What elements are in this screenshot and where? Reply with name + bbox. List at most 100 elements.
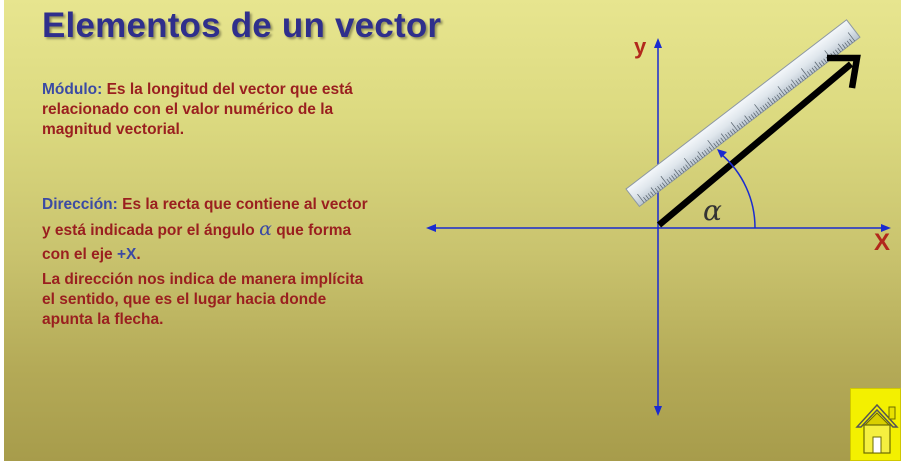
ruler-tick [760,107,764,112]
ruler-tick [697,151,703,159]
alpha-symbol-inline: α [259,218,272,240]
sentido-paragraph: La dirección nos indica de manera implíc… [42,270,363,330]
ruler-tick [668,177,673,182]
direccion-line-3b: . [136,246,141,263]
ruler-tick [674,169,680,177]
ruler-tick [727,132,732,137]
ruler-tick [683,157,692,168]
ruler-tick [814,65,818,71]
ruler-tick [739,123,743,128]
ruler-tick [818,62,823,67]
ruler-tick [701,151,706,157]
direccion-label: Dirección: [42,196,123,213]
ruler-tick [713,142,717,148]
ruler-tick [707,139,715,150]
ruler-tick [814,61,820,69]
ruler-tick [778,92,783,98]
ruler-tick [785,87,790,92]
direccion-line-3a: con el eje [42,246,117,263]
ruler-tick [697,155,701,160]
ruler-tick [637,193,645,204]
ruler-tick [837,43,844,51]
vector-diagram: α y X [426,19,891,416]
direccion-line-4: La dirección nos indica de manera implíc… [42,271,364,288]
ruler-tick [777,86,785,96]
ruler-tick [806,71,811,76]
angle-arc-arrowhead [717,149,727,158]
direccion-paragraph: Dirección: Es la recta que contiene al v… [42,193,368,267]
modulo-line-3: magnitud vectorial. [42,121,185,138]
ruler-tick [788,85,792,90]
ruler-tick [849,38,853,44]
ruler-tick [661,182,666,187]
ruler-tick [767,97,774,105]
ruler-tick [671,175,675,180]
ruler-tick [720,133,727,141]
ruler-tick [657,186,661,191]
ruler-tick [764,103,769,108]
y-axis-label: y [634,34,647,59]
ruler-tick [682,166,687,171]
vector-arrow [656,54,861,228]
ruler-tick [643,196,647,202]
ruler-tick [741,121,746,126]
ruler-tick [774,96,778,101]
x-axis [426,224,891,232]
ruler-tick [647,193,652,198]
ruler-tick [706,148,710,153]
ruler-tick [720,137,725,142]
ruler-tick [725,133,729,139]
ruler-tick [694,157,699,162]
ruler-tick [748,116,753,121]
ruler-tick [847,32,856,42]
x-axis-label: X [874,229,890,256]
ruler-tick [846,40,851,45]
angle-alpha-label: α [703,194,722,227]
ruler-tick [811,67,816,72]
ruler-tick [708,146,713,151]
ruler-tick [650,191,654,196]
ruler-tick [685,164,689,169]
ruler-tick [802,74,806,80]
ruler-tick [799,76,804,81]
modulo-line-2: relacionado con el valor numérico de la [42,101,334,118]
ruler-tick [678,169,682,175]
ruler-tick [650,187,657,195]
home-button[interactable] [850,388,901,461]
ruler-tick [718,139,722,144]
slide-title: Elementos de un vector [42,6,442,45]
ruler-tick [771,98,776,103]
ruler-tick [660,175,668,186]
ruler-tick [692,159,696,164]
ruler-tick [809,69,813,74]
ruler-tick [654,187,659,193]
ruler-tick [659,184,664,189]
ruler-tick [797,78,802,83]
ruler-tick [666,178,671,184]
ruler-tick [842,44,846,49]
y-axis [654,38,662,416]
ruler-tick [776,94,781,99]
ruler-tick [736,124,741,130]
ruler-tick [821,60,825,65]
ruler-tick [795,80,799,85]
ruler-tick [729,130,734,135]
house-icon [855,403,899,454]
ruler-image [625,19,861,208]
slide: Elementos de un vector Módulo: Es la lon… [4,0,901,461]
ruler-tick [730,122,739,132]
direccion-line-1: Es la recta que contiene al vector [122,196,368,213]
direccion-line-5: el sentido, que es el lugar hacia donde [42,291,327,308]
direccion-line-2a: y está indicada por el ángulo [42,222,260,239]
ruler-tick [680,168,685,173]
ruler-tick [750,114,755,119]
ruler-tick [645,195,650,200]
modulo-paragraph: Módulo: Es la longitud del vector que es… [42,80,353,140]
ruler-tick [754,104,762,114]
ruler-tick [767,101,771,107]
ruler-tick [753,112,757,117]
modulo-line-1: Es la longitud del vector que está [106,81,353,98]
ruler-tick [732,128,736,133]
ruler-tick [743,119,748,124]
ruler-tick [835,49,839,54]
